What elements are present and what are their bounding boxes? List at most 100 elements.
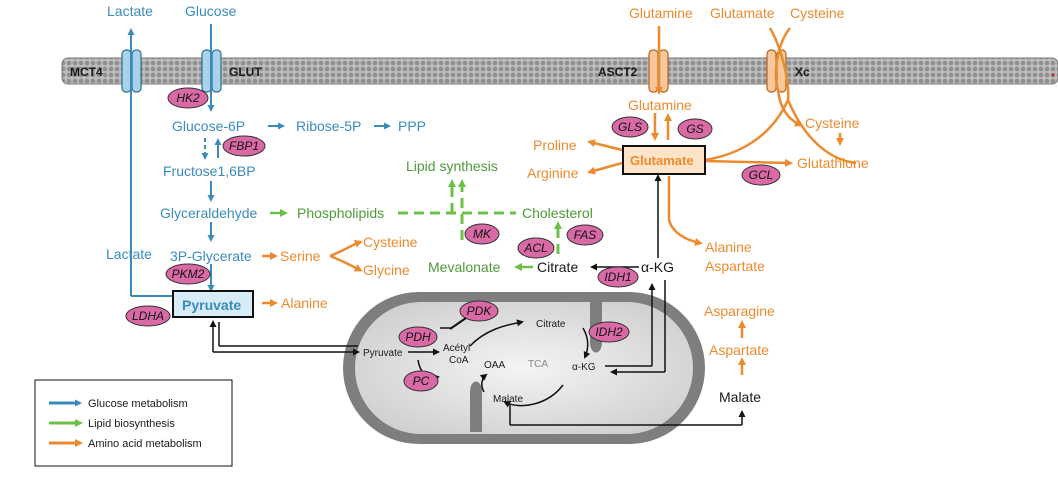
metabolite-asparagine: Asparagine [704, 303, 775, 319]
metabolite-glycerate: 3P-Glycerate [170, 248, 252, 264]
enzyme-fbp1: FBP1 [222, 135, 266, 157]
svg-text:FBP1: FBP1 [229, 139, 259, 153]
label-mct4: MCT4 [70, 65, 103, 79]
metabolite-lactate-out: Lactate [107, 3, 153, 19]
metabolite-glucose6p: Glucose-6P [172, 118, 245, 134]
lipid-labels: Lipid synthesis Phospholipids Cholestero… [297, 158, 593, 275]
metabolite-glutamate: Glutamate [630, 153, 694, 168]
svg-text:HK2: HK2 [176, 91, 200, 105]
metabolite-mevalonate: Mevalonate [428, 259, 501, 275]
mito-tca: TCA [528, 359, 548, 370]
label-asct2: ASCT2 [598, 65, 638, 79]
enzyme-gcl: GCL [741, 164, 781, 186]
glucose-labels: Lactate Glucose Glucose-6P Ribose-5P PPP… [106, 3, 426, 264]
metabolite-citrate: Citrate [537, 259, 578, 275]
metabolite-arginine: Arginine [527, 165, 579, 181]
metabolite-glutamine-out: Glutamine [629, 5, 693, 21]
metabolite-fructose: Fructose1,6BP [163, 163, 256, 179]
metabolite-alanine-pyr: Alanine [281, 295, 328, 311]
svg-text:PDK: PDK [467, 304, 493, 318]
legend: Glucose metabolism Lipid biosynthesis Am… [34, 379, 233, 467]
metabolite-proline: Proline [533, 137, 577, 153]
enzyme-idh1: IDH1 [597, 266, 639, 288]
legend-label-lipid: Lipid biosynthesis [88, 418, 175, 430]
metabolite-cholesterol: Cholesterol [522, 205, 593, 221]
glucose-arrows [127, 24, 391, 297]
enzyme-ldha: LDHA [125, 305, 171, 327]
svg-text:PDH: PDH [405, 330, 431, 344]
legend-item-glucose: Glucose metabolism [49, 398, 188, 410]
mito-citrate: Citrate [536, 319, 566, 330]
svg-text:PC: PC [413, 374, 430, 388]
enzyme-idh2: IDH2 [588, 321, 630, 343]
metabolite-cysteine-out: Cysteine [790, 5, 845, 21]
svg-text:IDH1: IDH1 [604, 270, 631, 284]
pdk-inhibition [449, 317, 467, 330]
svg-text:GCL: GCL [749, 168, 774, 182]
metabolite-akg: α-KG [641, 259, 674, 275]
metabolite-glucose-out: Glucose [185, 3, 237, 19]
svg-text:GLS: GLS [618, 120, 642, 134]
metabolite-glutathione: Glutathione [797, 155, 869, 171]
metabolite-serine: Serine [280, 248, 321, 264]
enzyme-pdk: PDK [459, 300, 499, 322]
pyruvate-box: Pyruvate [172, 290, 254, 318]
other-labels: Citrate α-KG Malate [537, 259, 761, 405]
enzyme-mk: MK [464, 223, 500, 245]
enzyme-fas: FAS [566, 224, 604, 246]
enzymes: HK2 FBP1 PKM2 LDHA GLS GS GCL MK ACL FAS… [125, 87, 781, 392]
svg-text:GS: GS [686, 122, 703, 136]
metabolite-alanine: Alanine [705, 239, 752, 255]
asct2-transporter [648, 49, 669, 93]
metabolite-glutamate-out: Glutamate [710, 5, 775, 21]
svg-text:PKM2: PKM2 [172, 267, 205, 281]
enzyme-pkm2: PKM2 [165, 263, 211, 285]
metabolite-lactate-in: Lactate [106, 246, 152, 262]
black-arrows [209, 174, 746, 426]
legend-label-amino: Amino acid metabolism [88, 438, 202, 450]
mitochondrion [343, 292, 705, 444]
enzyme-pdh: PDH [398, 326, 438, 348]
enzyme-acl: ACL [517, 237, 555, 259]
mct4-transporter [121, 49, 142, 93]
mito-akg: α-KG [572, 362, 596, 373]
metabolite-cysteine-in: Cysteine [805, 115, 860, 131]
lipid-arrows [270, 179, 562, 271]
enzyme-pc: PC [403, 370, 439, 392]
metabolite-glyceraldehyde: Glyceraldehyde [160, 205, 257, 221]
metabolite-malate: Malate [719, 389, 761, 405]
legend-item-lipid: Lipid biosynthesis [49, 418, 175, 430]
svg-text:ACL: ACL [523, 241, 547, 255]
legend-label-glucose: Glucose metabolism [88, 398, 188, 410]
amino-arrows [262, 26, 857, 375]
metabolite-glutamine-in: Glutamine [628, 97, 692, 113]
amino-labels: Glutamine Glutamate Cysteine Glutamine P… [280, 5, 869, 358]
label-glut: GLUT [229, 65, 262, 79]
metabolite-phospholipids: Phospholipids [297, 205, 384, 221]
metabolite-aspartate: Aspartate [705, 258, 765, 274]
metabolite-aspartate2: Aspartate [709, 342, 769, 358]
metabolite-lipid-synthesis: Lipid synthesis [406, 158, 498, 174]
metabolite-ppp: PPP [398, 118, 426, 134]
enzyme-hk2: HK2 [167, 87, 209, 109]
cell-membrane [61, 57, 1058, 85]
svg-text:LDHA: LDHA [132, 309, 164, 323]
enzyme-gls: GLS [611, 116, 649, 138]
mito-oaa: OAA [484, 360, 505, 371]
svg-text:IDH2: IDH2 [595, 325, 623, 339]
label-xc: Xc [795, 65, 810, 79]
edge-dot [1051, 73, 1055, 77]
svg-text:MK: MK [473, 227, 492, 241]
metabolite-pyruvate: Pyruvate [182, 297, 241, 313]
glutamate-box: Glutamate [622, 145, 706, 175]
enzyme-gs: GS [677, 118, 713, 140]
metabolite-ribose5p: Ribose-5P [296, 118, 361, 134]
metabolite-cysteine-ser: Cysteine [363, 234, 418, 250]
svg-text:FAS: FAS [574, 228, 596, 242]
legend-item-amino: Amino acid metabolism [49, 438, 202, 450]
mito-pyruvate: Pyruvate [363, 348, 403, 359]
mito-malate: Malate [493, 394, 523, 405]
